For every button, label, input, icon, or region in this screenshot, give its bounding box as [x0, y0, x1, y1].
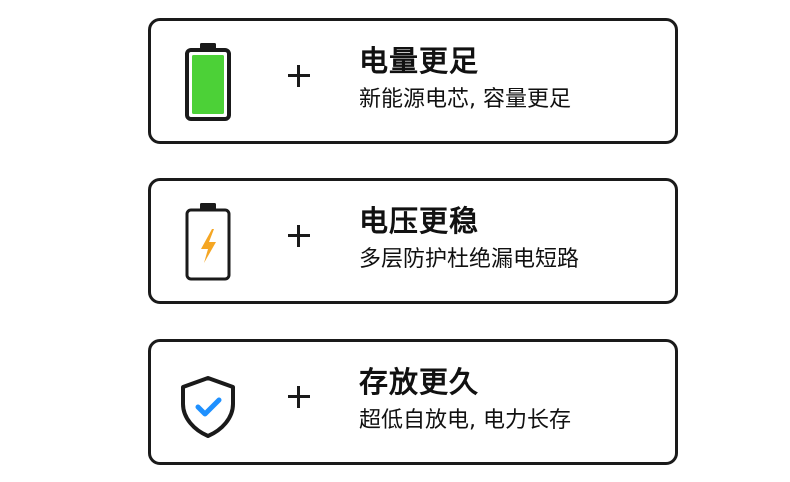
- plus-icon: [284, 382, 314, 412]
- feature-card-voltage: 电压更稳 多层防护杜绝漏电短路: [148, 178, 678, 304]
- feature-subtitle: 超低自放电, 电力长存: [359, 408, 571, 433]
- feature-text: 电压更稳 多层防护杜绝漏电短路: [359, 203, 579, 275]
- feature-title: 电压更稳: [359, 204, 480, 238]
- battery-lightning-icon: [173, 199, 243, 283]
- feature-card-capacity: 电量更足 新能源电芯, 容量更足: [148, 18, 678, 144]
- shield-check-icon: [173, 360, 243, 444]
- feature-card-storage: 存放更久 超低自放电, 电力长存: [148, 339, 678, 465]
- feature-title: 电量更足: [359, 44, 480, 78]
- feature-text: 存放更久 超低自放电, 电力长存: [359, 364, 571, 436]
- feature-text: 电量更足 新能源电芯, 容量更足: [359, 43, 571, 115]
- feature-title: 存放更久: [359, 365, 480, 399]
- battery-full-green-icon: [173, 39, 243, 123]
- feature-subtitle: 多层防护杜绝漏电短路: [359, 247, 580, 272]
- plus-icon: [284, 61, 314, 91]
- plus-icon: [284, 221, 314, 251]
- feature-subtitle: 新能源电芯, 容量更足: [359, 87, 571, 112]
